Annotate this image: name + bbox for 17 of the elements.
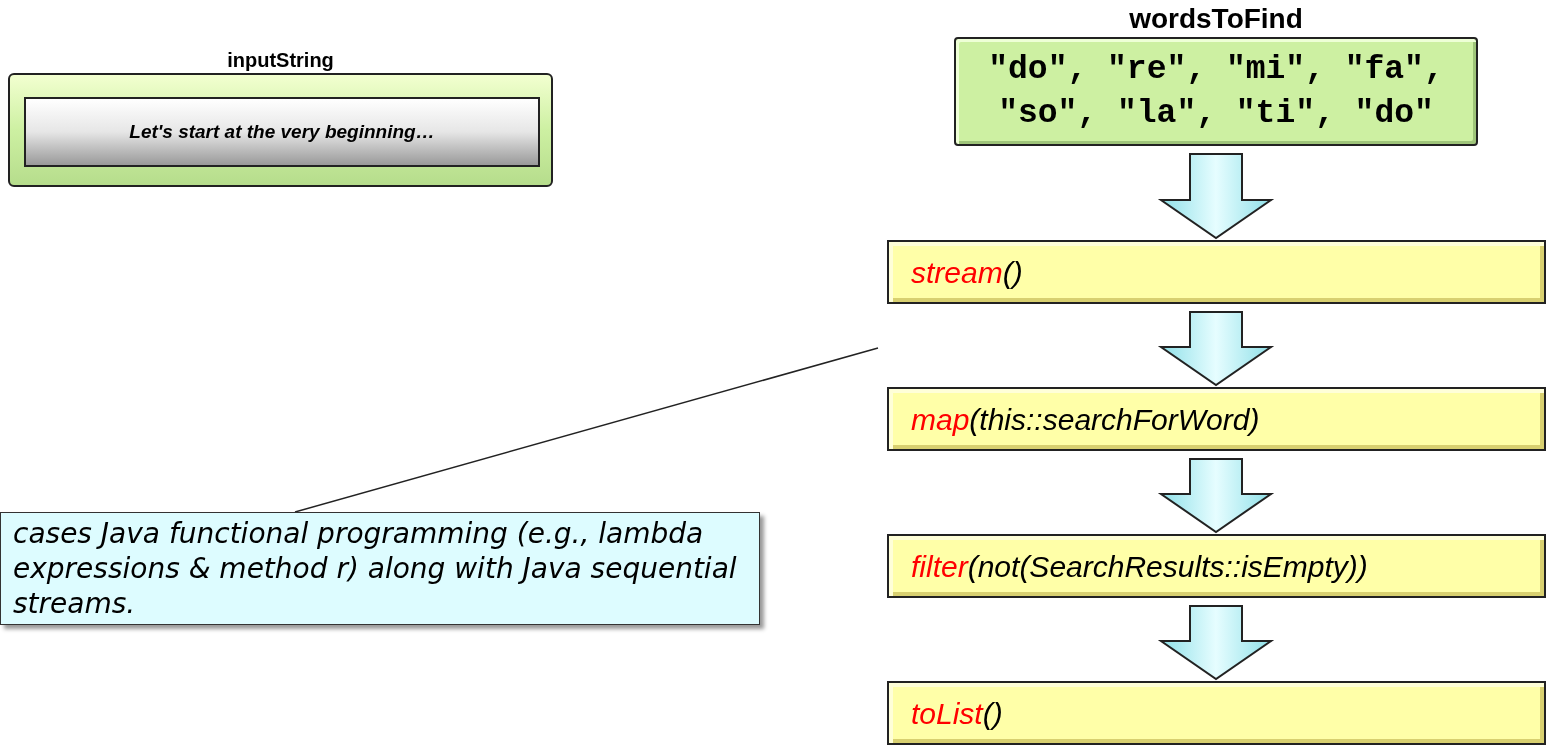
string-value-box: Let's start at the very beginning…: [24, 97, 540, 167]
block-arrow: [1157, 153, 1275, 240]
stream-operation-box: [887, 681, 1546, 745]
variable-name: wordsToFind: [1128, 3, 1304, 35]
method-call: map(this::searchForWord): [911, 401, 1260, 438]
method-call: toList(): [911, 695, 1003, 732]
block-arrow: [1157, 605, 1275, 681]
callout-box: cases Java functional programming (e.g., lambda expressions & method r) along with Java sequential streams.: [0, 512, 760, 625]
method-call: stream(): [911, 254, 1023, 291]
method-call: filter(not(SearchResults::isEmpty)): [911, 548, 1368, 585]
variable-name: inputString: [226, 48, 335, 73]
stream-operation-box: [887, 534, 1546, 598]
leader-line: [294, 347, 879, 513]
stream-operation-box: [887, 387, 1546, 451]
stream-operation-box: [887, 240, 1546, 304]
block-arrow: [1157, 458, 1275, 534]
block-arrow: [1157, 311, 1275, 387]
